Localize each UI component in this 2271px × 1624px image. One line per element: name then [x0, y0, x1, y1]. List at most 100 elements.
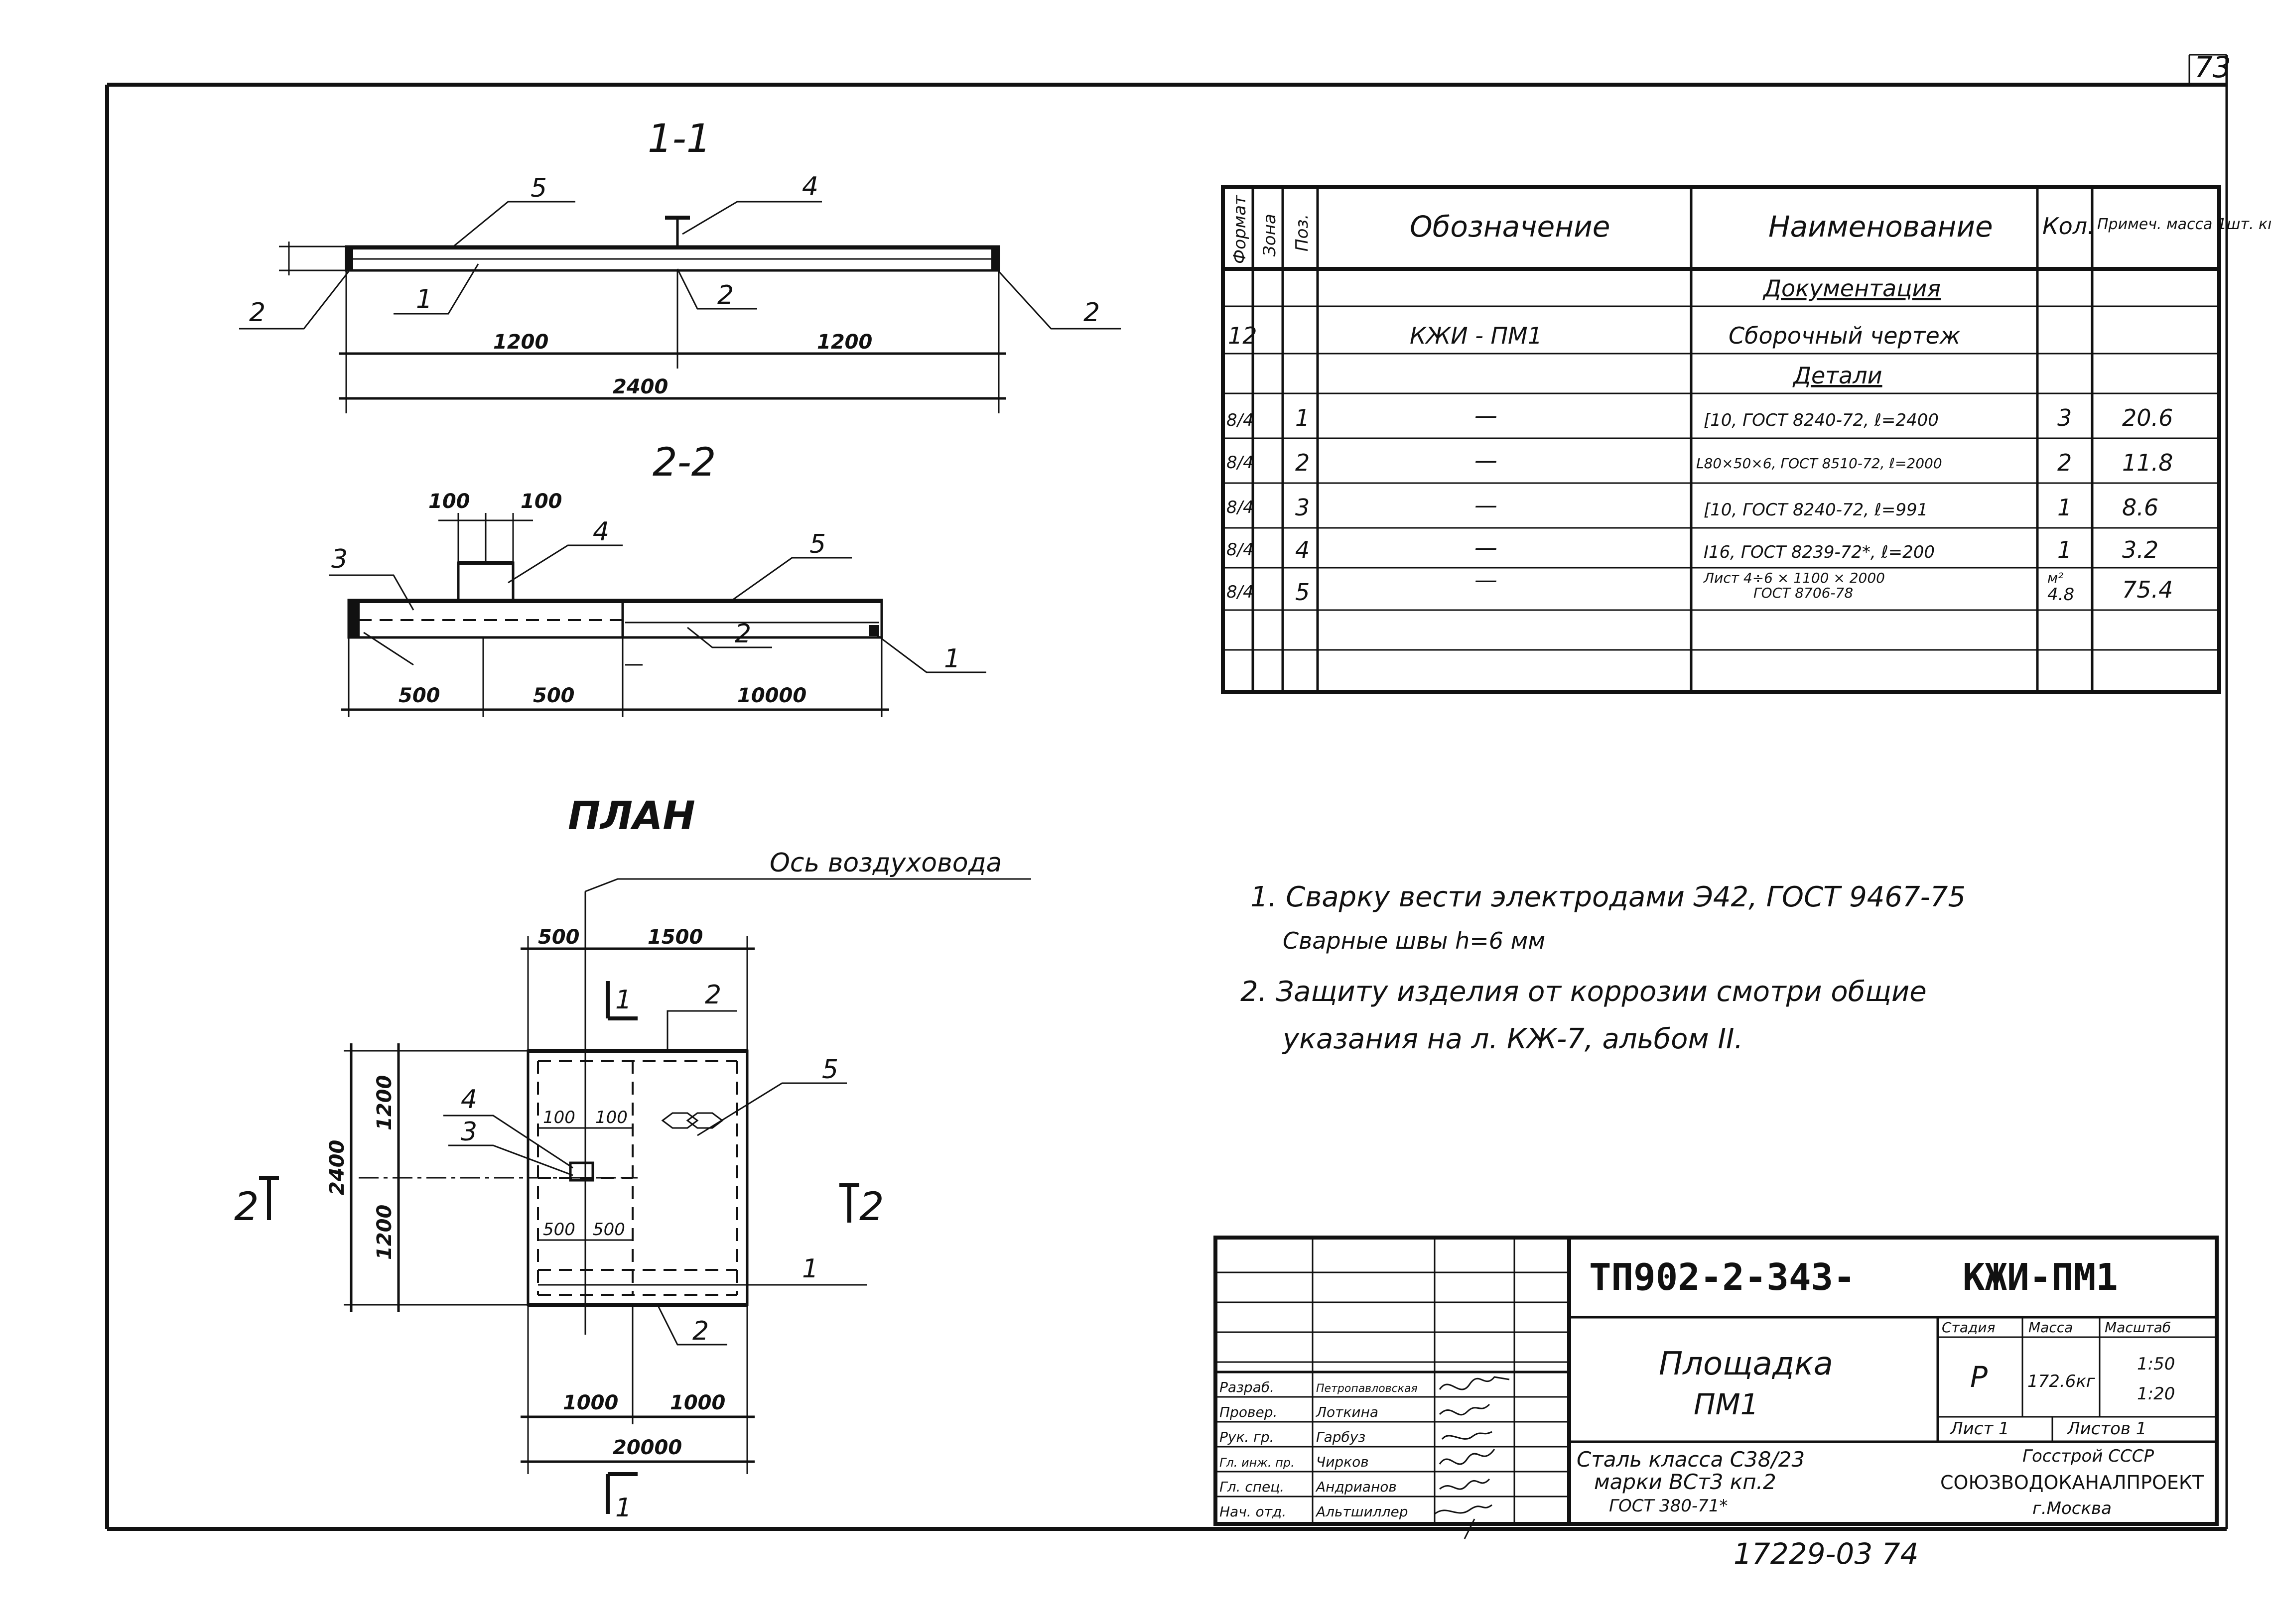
plan-pos-5: 5	[822, 1055, 838, 1085]
s2-pos-1: 1	[944, 644, 960, 674]
th-qty: Кол.	[2042, 213, 2095, 240]
row2-mass: 11.8	[2122, 449, 2173, 476]
item-name-2: ПМ1	[1694, 1387, 1759, 1421]
sheets-label: Листов 1	[2066, 1419, 2146, 1439]
plan-dim-1000-a: 1000	[563, 1391, 618, 1414]
plan-dim-2400: 2400	[326, 1140, 349, 1195]
plan-axis-label: Ось воздуховода	[770, 848, 1002, 878]
note-1: 1. Сварку вести электродами Э42, ГОСТ 94…	[1250, 881, 1966, 913]
s2-dim-100-b: 100	[521, 490, 562, 513]
org-2: СОЮЗВОДОКАНАЛПРОЕКТ	[1940, 1472, 2204, 1494]
row3-pos: 3	[1295, 494, 1310, 521]
plan-dim-500: 500	[538, 926, 580, 949]
material-1: Сталь класса С38/23	[1577, 1447, 1805, 1472]
th-designation: Обозначение	[1410, 210, 1610, 244]
sheet-frame: 73	[105, 50, 2231, 1531]
person-4: Чирков	[1316, 1454, 1369, 1470]
plan-pos-2-top: 2	[705, 980, 721, 1010]
row2-designation: —	[1474, 447, 1497, 474]
row4-mass: 3.2	[2122, 536, 2158, 563]
stage-header: Стадия	[1942, 1319, 1995, 1336]
row5-designation: —	[1474, 566, 1497, 593]
row4-qty: 1	[2057, 536, 2072, 563]
s2-pos-3: 3	[331, 544, 348, 574]
row2-format: 8/4	[1226, 453, 1254, 473]
note-2: 2. Защиту изделия от коррозии смотри общ…	[1240, 976, 1927, 1008]
plan-dim-100-b: 100	[595, 1108, 628, 1127]
plan-dim-500-b: 500	[593, 1220, 625, 1240]
th-format: Формат	[1230, 195, 1250, 264]
general-notes: 1. Сварку вести электродами Э42, ГОСТ 94…	[1240, 881, 1966, 1055]
s2-dim-100-a: 100	[428, 490, 470, 513]
row5-qty: 4.8	[2047, 585, 2074, 605]
s2-pos-4: 4	[593, 517, 609, 547]
th-zone: Зона	[1260, 214, 1280, 256]
th-pos: Поз.	[1292, 214, 1312, 251]
plan-pos-3: 3	[461, 1117, 477, 1147]
cut-mark-2-left: 2	[234, 1185, 259, 1230]
s1-dim-1200-a: 1200	[493, 331, 548, 354]
role-1: Разраб.	[1219, 1379, 1274, 1395]
row5-name: Лист 4÷6 × 1100 × 2000	[1703, 570, 1885, 586]
s1-pos-2-left: 2	[249, 298, 266, 328]
s1-pos-4: 4	[802, 172, 818, 202]
title-block: Разраб. Петропавловская Провер. Лоткина …	[1213, 1236, 2219, 1539]
mass-header: Масса	[2028, 1319, 2073, 1336]
spec-table: Формат Зона Поз. Обозначение Наименовани…	[1221, 185, 2271, 694]
plan-view: ПЛАН Ось воздуховода 500 1500	[234, 794, 1031, 1523]
th-note: Примеч. масса 1шт. кг	[2097, 216, 2271, 233]
doc-code: КЖИ-ПМ1	[1963, 1256, 2118, 1299]
row2-qty: 2	[2057, 449, 2072, 476]
person-5: Андрианов	[1315, 1479, 1397, 1495]
section-documentation: Документация	[1762, 275, 1941, 302]
plan-dim-20000: 20000	[613, 1436, 682, 1459]
s2-pos-2: 2	[735, 619, 751, 649]
cut-mark-2-right: 2	[859, 1185, 884, 1230]
row1-mass: 20.6	[2122, 404, 2173, 431]
plan-dim-1200-a: 1200	[373, 1075, 396, 1130]
role-2: Провер.	[1219, 1404, 1277, 1420]
org-1: Госстрой СССР	[2022, 1446, 2154, 1466]
scale-value: 1:50	[2137, 1354, 2175, 1374]
doc-designation: КЖИ - ПМ1	[1410, 322, 1542, 349]
person-2: Лоткина	[1316, 1404, 1378, 1420]
plan-dim-100-a: 100	[543, 1108, 575, 1127]
s2-dim-500-a: 500	[399, 684, 440, 707]
row2-pos: 2	[1295, 449, 1310, 476]
section-2-2-title: 2-2	[653, 440, 716, 485]
s1-pos-5: 5	[531, 173, 547, 203]
s1-pos-2-right: 2	[1083, 298, 1100, 328]
row4-pos: 4	[1295, 536, 1310, 563]
role-6: Нач. отд.	[1219, 1503, 1286, 1520]
role-4: Гл. инж. пр.	[1219, 1456, 1295, 1470]
signatures	[1434, 1376, 1510, 1539]
note-1b: Сварные швы h=6 мм	[1283, 927, 1545, 954]
row4-name: I16, ГОСТ 8239-72*, ℓ=200	[1704, 542, 1935, 562]
plan-pos-4: 4	[461, 1085, 477, 1115]
row4-designation: —	[1474, 534, 1497, 561]
th-name: Наименование	[1768, 210, 1993, 244]
row3-qty: 1	[2057, 494, 2072, 521]
s1-dim-2400: 2400	[613, 375, 668, 398]
plan-dim-1000-b: 1000	[670, 1391, 725, 1414]
item-name: Площадка	[1659, 1346, 1833, 1382]
row5-mass: 75.4	[2122, 576, 2173, 603]
row1-designation: —	[1474, 402, 1497, 429]
person-3: Гарбуз	[1316, 1429, 1365, 1445]
row1-name: [10, ГОСТ 8240-72, ℓ=2400	[1704, 410, 1939, 430]
sheet-label: Лист 1	[1949, 1419, 2009, 1439]
s1-dim-1200-b: 1200	[817, 331, 872, 354]
row4-format: 8/4	[1226, 540, 1254, 560]
plan-dim-1200-b: 1200	[373, 1205, 396, 1260]
section-details: Детали	[1792, 362, 1882, 389]
archive-number: 17229-03 74	[1734, 1537, 1918, 1571]
s2-dim-10000: 10000	[737, 684, 806, 707]
material-3: ГОСТ 380-71*	[1609, 1496, 1728, 1516]
section-1-1: 1-1 5 4 2 1 2 2 1200 1200 2400	[239, 117, 1121, 413]
material-2: марки ВСт3 кп.2	[1594, 1470, 1776, 1494]
scale-value-2: 1:20	[2137, 1384, 2175, 1404]
note-2b: указания на л. КЖ-7, альбом II.	[1282, 1023, 1743, 1055]
org-3: г.Москва	[2032, 1499, 2112, 1518]
s1-pos-1: 1	[416, 284, 432, 314]
